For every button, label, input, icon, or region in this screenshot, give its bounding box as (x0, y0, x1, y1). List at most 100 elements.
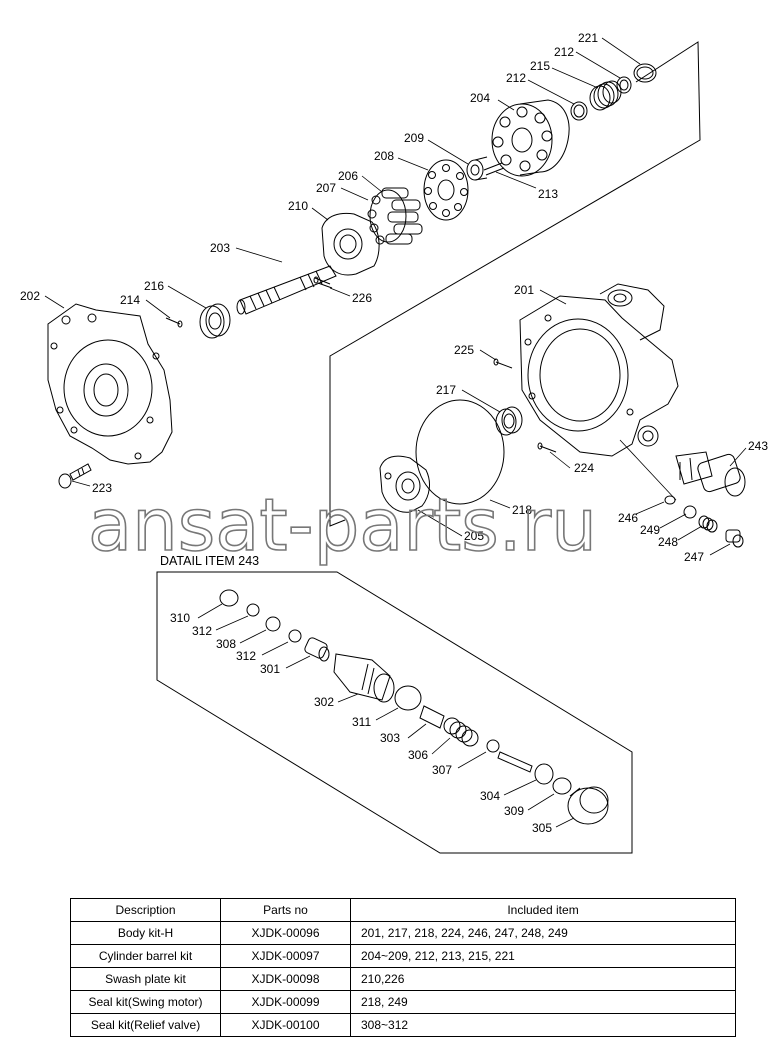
upper-group-boundary (329, 41, 701, 527)
label-243: 243 (748, 439, 768, 453)
part-226-pin (313, 276, 333, 289)
part-304-adjusting-screw (497, 751, 554, 785)
part-225-pin (493, 358, 513, 369)
header-description: Description (70, 898, 221, 922)
part-308-ring (265, 616, 281, 632)
label-305: 305 (532, 821, 552, 835)
part-221-snap-ring (633, 63, 657, 83)
watermark: ansat-parts.ru (88, 483, 597, 567)
cell-included-items: 204~209, 212, 213, 215, 221 (350, 944, 736, 968)
part-214-pin (165, 317, 183, 328)
label-308: 308 (216, 637, 236, 651)
label-218: 218 (512, 503, 532, 517)
cell-parts-no: XJDK-00100 (220, 1013, 351, 1037)
label-224: 224 (574, 461, 594, 475)
part-249-o-ring (683, 505, 697, 519)
cell-included-items: 218, 249 (350, 990, 736, 1014)
part-311-o-ring (394, 685, 422, 711)
detail-leader-lines (197, 603, 575, 828)
table-row: Body kit-H XJDK-00096 201, 217, 218, 224… (70, 921, 736, 945)
label-246: 246 (618, 511, 638, 525)
part-310-ring (219, 589, 239, 607)
label-205: 205 (464, 529, 484, 543)
cell-description: Cylinder barrel kit (70, 944, 221, 968)
part-306-spring (443, 717, 479, 747)
label-201: 201 (514, 283, 534, 297)
kit-table-header: Description Parts no Included item (70, 898, 736, 922)
label-207: 207 (316, 181, 336, 195)
label-217: 217 (436, 383, 456, 397)
cell-included-items: 308~312 (350, 1013, 736, 1037)
label-226: 226 (352, 291, 372, 305)
header-parts-no: Parts no (220, 898, 351, 922)
part-301-sleeve (304, 637, 330, 662)
label-309: 309 (504, 804, 524, 818)
label-312-b: 312 (236, 649, 256, 663)
label-312-a: 312 (192, 624, 212, 638)
part-303-poppet (419, 705, 445, 729)
cell-parts-no: XJDK-00098 (220, 967, 351, 991)
label-248: 248 (658, 535, 678, 549)
label-247: 247 (684, 550, 704, 564)
part-247-plug (725, 529, 744, 548)
label-202: 202 (20, 289, 40, 303)
part-218-o-ring (415, 399, 505, 505)
part-223-bolt (58, 463, 92, 489)
part-205-valve-plate (379, 455, 430, 513)
label-249: 249 (640, 523, 660, 537)
part-246-plug (664, 495, 676, 505)
part-312-washer-a (246, 603, 260, 617)
label-210: 210 (288, 199, 308, 213)
part-213-pins (483, 162, 505, 176)
part-210-swash-plate (321, 212, 380, 276)
part-309-o-ring (552, 777, 572, 795)
cell-description: Seal kit(Relief valve) (70, 1013, 221, 1037)
table-row: Swash plate kit XJDK-00098 210,226 (70, 967, 736, 991)
table-row: Cylinder barrel kit XJDK-00097 204~209, … (70, 944, 736, 968)
header-included-item: Included item (350, 898, 736, 922)
part-212-washer-lower (570, 101, 588, 121)
part-208-set-plate (423, 159, 469, 221)
part-302-plug-body (333, 653, 395, 703)
part-305-cap (567, 786, 609, 825)
label-213: 213 (538, 187, 558, 201)
kit-table: Description Parts no Included item Body … (70, 898, 736, 1037)
label-216: 216 (144, 279, 164, 293)
label-311: 311 (352, 715, 371, 729)
cell-included-items: 201, 217, 218, 224, 246, 247, 248, 249 (350, 921, 736, 945)
detail-title: DATAIL ITEM 243 (160, 554, 259, 568)
cell-parts-no: XJDK-00097 (220, 944, 351, 968)
label-223: 223 (92, 481, 112, 495)
part-201-housing (519, 283, 679, 457)
cell-parts-no: XJDK-00096 (220, 921, 351, 945)
label-304: 304 (480, 789, 500, 803)
part-312-washer-b (288, 629, 302, 643)
cell-description: Body kit-H (70, 921, 221, 945)
part-203-shaft (236, 265, 337, 315)
part-215-spring (589, 80, 622, 111)
label-215: 215 (530, 59, 550, 73)
label-301: 301 (260, 662, 280, 676)
label-212-lower: 212 (506, 71, 526, 85)
part-307-washer (486, 739, 500, 753)
cell-included-items: 210,226 (350, 967, 736, 991)
detail-243-boundary (156, 571, 633, 854)
label-206: 206 (338, 169, 358, 183)
part-224-pin (537, 442, 557, 453)
part-212-washer-upper (616, 76, 632, 94)
table-row: Seal kit(Relief valve) XJDK-00100 308~31… (70, 1013, 736, 1037)
part-248-spring (698, 515, 718, 533)
label-303: 303 (380, 731, 400, 745)
part-243-relief-valve (675, 451, 746, 497)
label-306: 306 (408, 748, 428, 762)
cell-description: Swash plate kit (70, 967, 221, 991)
label-204: 204 (470, 91, 490, 105)
label-221: 221 (578, 31, 598, 45)
label-208: 208 (374, 149, 394, 163)
part-206-207-piston-assembly (367, 187, 423, 245)
table-row: Seal kit(Swing motor) XJDK-00099 218, 24… (70, 990, 736, 1014)
label-307: 307 (432, 763, 452, 777)
leader-lines (44, 37, 747, 556)
exploded-parts-diagram: 221 212 215 212 204 209 208 206 207 213 … (20, 31, 768, 854)
part-216-bearing (199, 303, 231, 339)
